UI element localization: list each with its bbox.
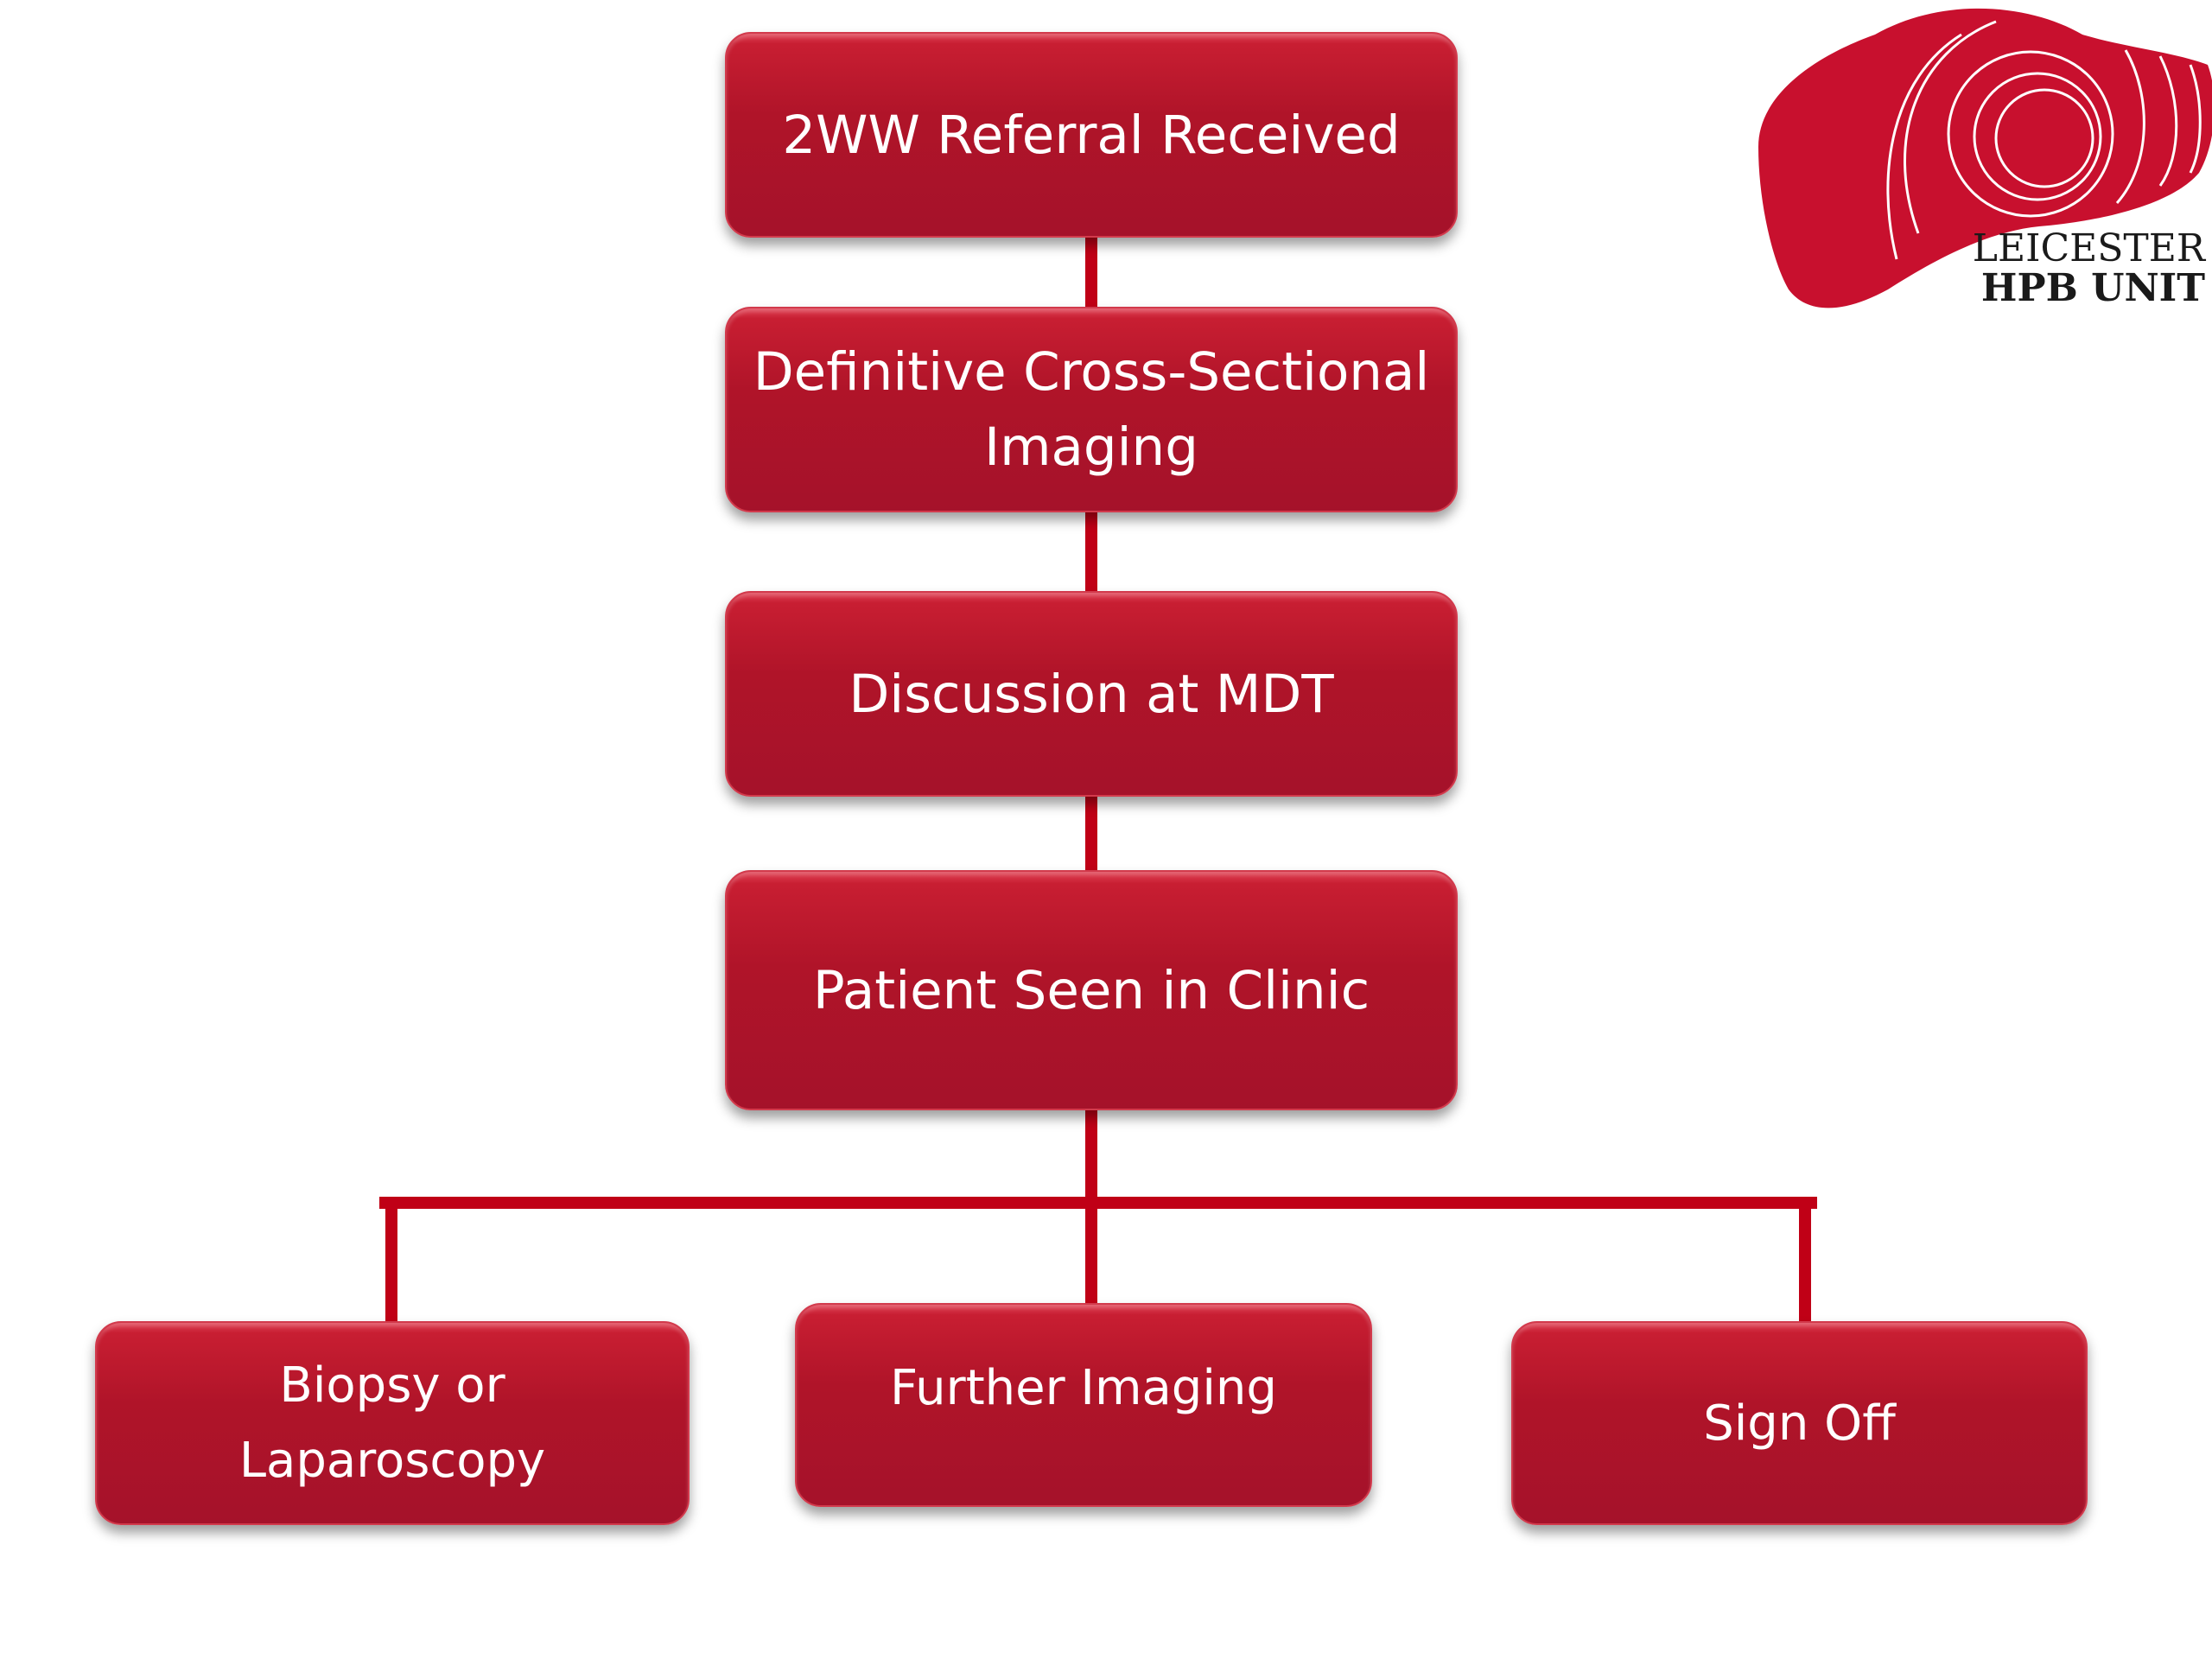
node-label: Further Imaging [890,1359,1277,1416]
logo-text-hpb: HPB [1980,266,2078,310]
liver-logo-icon [1758,8,2212,308]
node-label: Sign Off [1703,1395,1896,1452]
logo-text-leicester: LEICESTER [1972,226,2205,270]
logo-text-hpb-unit: HPB UNIT [1981,266,2205,310]
node-label: Definitive Cross-Sectional Imaging [753,341,1430,478]
node-sign-off: Sign Off [1511,1321,2088,1525]
leicester-hpb-unit-logo: LEICESTER HPB UNIT [1745,0,2212,328]
node-label: Patient Seen in Clinic [812,959,1370,1021]
node-further-imaging: Further Imaging [795,1303,1372,1507]
node-definitive-cross-sectional-imaging: Definitive Cross-Sectional Imaging [725,307,1458,512]
node-2ww-referral-received: 2WW Referral Received [725,32,1458,238]
node-discussion-at-mdt: Discussion at MDT [725,591,1458,797]
node-biopsy-or-laparoscopy: Biopsy or Laparoscopy [95,1321,690,1525]
node-label: 2WW Referral Received [782,104,1401,166]
node-label: Discussion at MDT [849,663,1334,725]
node-patient-seen-in-clinic: Patient Seen in Clinic [725,870,1458,1110]
logo-text-unit: UNIT [2077,266,2205,310]
node-label: Biopsy or Laparoscopy [238,1357,546,1489]
